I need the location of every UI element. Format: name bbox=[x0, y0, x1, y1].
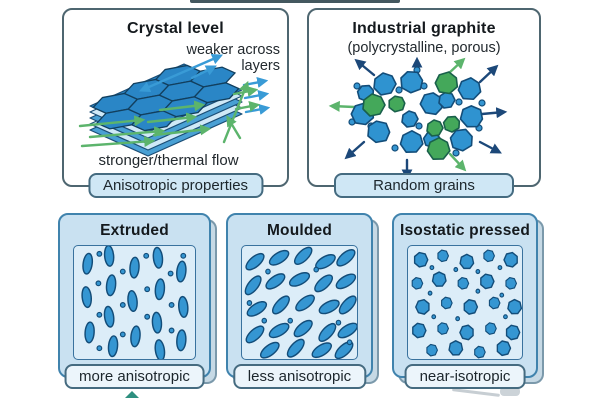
weaker-across-layers-label: weaker across layers bbox=[186, 42, 280, 75]
industrial-graphite-panel: Industrial graphite (polycrystalline, po… bbox=[307, 8, 541, 198]
tilted-grains-pattern bbox=[242, 246, 357, 359]
more-anisotropic-badge: more anisotropic bbox=[64, 364, 205, 389]
crystal-panel-title: Crystal level bbox=[127, 20, 224, 37]
isostatic-pressed-panel: Isostatic pressed near-isotropic bbox=[392, 213, 538, 389]
random-grain-cluster-illustration bbox=[328, 56, 508, 181]
aligned-vertical-grains-pattern bbox=[80, 246, 190, 359]
moulded-grain-box bbox=[241, 245, 358, 360]
random-grains-badge: Random grains bbox=[334, 173, 514, 198]
extruded-panel-title: Extruded bbox=[100, 222, 169, 239]
weaker-label-line2: layers bbox=[241, 57, 280, 74]
industrial-panel-title: Industrial graphite bbox=[352, 20, 496, 37]
extruded-grain-box bbox=[73, 245, 196, 360]
cropped-content-artifact-swoosh bbox=[451, 388, 501, 397]
cropped-content-artifact-top bbox=[190, 0, 400, 3]
crystal-level-panel: Crystal level weaker across layers bbox=[62, 8, 289, 198]
industrial-panel-subtitle: (polycrystalline, porous) bbox=[347, 40, 501, 56]
less-anisotropic-badge: less anisotropic bbox=[232, 364, 367, 389]
moulded-panel-title: Moulded bbox=[266, 222, 333, 239]
near-isotropic-badge: near-isotropic bbox=[404, 364, 526, 389]
cropped-content-artifact-arrow bbox=[125, 391, 139, 398]
isostatic-grain-box bbox=[407, 245, 523, 360]
weaker-label-line1: weaker across bbox=[186, 42, 280, 58]
extruded-panel: Extruded more anisotropic bbox=[58, 213, 211, 389]
moulded-panel: Moulded less anisotropic bbox=[226, 213, 373, 389]
stronger-thermal-flow-label: stronger/thermal flow bbox=[98, 152, 239, 169]
isostatic-panel-title: Isostatic pressed bbox=[399, 222, 531, 239]
anisotropic-properties-badge: Anisotropic properties bbox=[87, 173, 264, 198]
round-grains-pattern bbox=[411, 249, 522, 359]
cropped-content-artifact-blob bbox=[500, 387, 520, 396]
